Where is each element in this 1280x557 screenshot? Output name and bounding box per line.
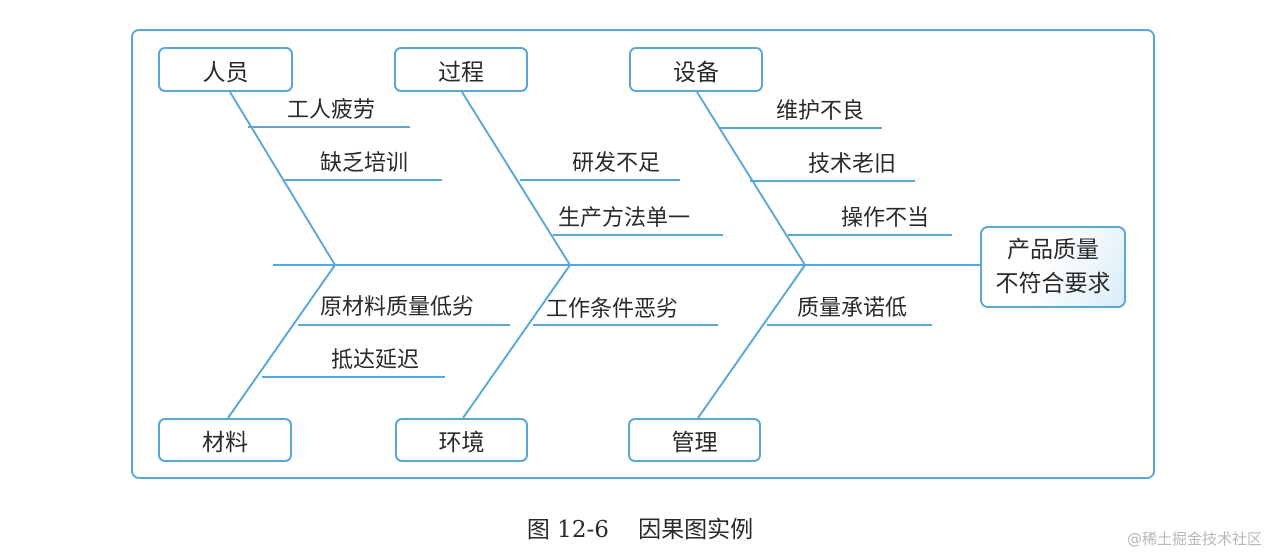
cause-label-materials-1: 抵达延迟 [331, 348, 420, 373]
cause-label-equipment-2: 操作不当 [841, 206, 930, 231]
cause-label-environment-0: 工作条件恶劣 [546, 297, 679, 322]
bone-equipment [696, 91, 806, 266]
effect-line-2: 不符合要求 [995, 271, 1111, 297]
cause-label-people-1: 缺乏培训 [320, 151, 409, 176]
category-environment: 环境 [395, 418, 528, 462]
cause-label-process-0: 研发不足 [572, 151, 661, 176]
bone-people [229, 91, 336, 266]
watermark: @稀土掘金技术社区 [1126, 530, 1262, 548]
category-process: 过程 [394, 47, 528, 92]
bone-management [697, 264, 806, 419]
category-management: 管理 [628, 418, 761, 462]
cause-label-process-1: 生产方法单一 [558, 206, 691, 231]
bone-materials [227, 264, 336, 419]
category-materials: 材料 [158, 418, 292, 462]
effect-box: 产品质量 不符合要求 [980, 226, 1126, 308]
cause-label-materials-0: 原材料质量低劣 [320, 295, 475, 320]
cause-label-people-0: 工人疲劳 [287, 98, 376, 123]
cause-label-equipment-0: 维护不良 [776, 99, 865, 124]
bone-environment [462, 264, 571, 419]
category-equipment: 设备 [629, 47, 763, 92]
cause-label-management-0: 质量承诺低 [797, 296, 908, 321]
bone-process [461, 91, 571, 266]
diagram-frame [131, 29, 1155, 479]
figure-caption: 图 12-6 因果图实例 [526, 517, 754, 543]
cause-label-equipment-1: 技术老旧 [808, 152, 897, 177]
effect-line-1: 产品质量 [1007, 237, 1099, 263]
category-people: 人员 [158, 47, 293, 92]
